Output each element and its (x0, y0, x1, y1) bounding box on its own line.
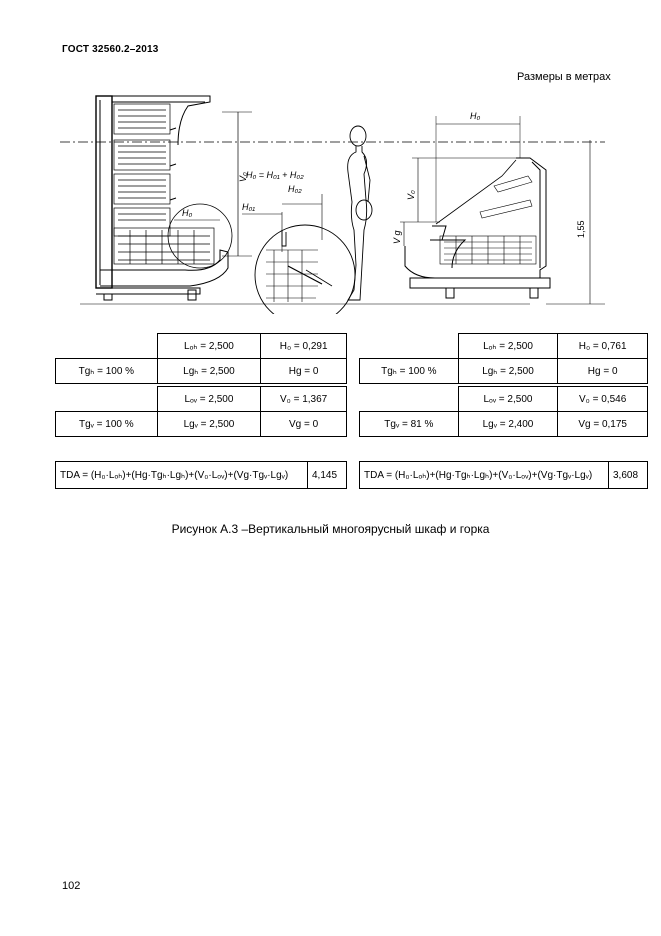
vo-cell: V₀ = 1,367 (260, 386, 347, 412)
tda-value: 3,608 (608, 461, 648, 489)
vo-cell: V₀ = 0,546 (557, 386, 648, 412)
lov-cell: Lₒᵥ = 2,500 (457, 386, 559, 412)
right-vg-label: V g (392, 230, 402, 244)
left-cabinet (95, 95, 252, 301)
units-note: Размеры в метрах (517, 71, 611, 83)
tgv-cell: Tgᵥ = 100 % (55, 411, 158, 437)
right-vo-label: V₀ (406, 190, 416, 200)
ho-cell: H₀ = 0,291 (260, 333, 347, 359)
tda-formula: TDA = (H₀·Lₒₕ)+(Hg·Tgₕ·Lgₕ)+(V₀·Lₒᵥ)+(Vg… (359, 461, 609, 489)
right-tda-table: TDA = (H₀·Lₒₕ)+(Hg·Tgₕ·Lgₕ)+(V₀·Lₒᵥ)+(Vg… (359, 461, 648, 489)
height-label: 1,55 (576, 220, 586, 238)
left-vo-label: V₀ (238, 172, 248, 182)
tgh-cell: Tgₕ = 100 % (55, 358, 158, 384)
left-formula: H₀ = H₀₁ + H₀₂ (246, 170, 304, 180)
lgh-cell: Lgₕ = 2,500 (156, 358, 262, 384)
lh-cell: Lₒₕ = 2,500 (457, 333, 559, 359)
left-ho-label: H₀ (182, 208, 192, 218)
left-parameters-table: Lₒₕ = 2,500 H₀ = 0,291 Tgₕ = 100 % Lgₕ =… (55, 333, 347, 437)
vg-cell: Vg = 0 (260, 411, 347, 437)
left-ho1-label: H₀₁ (242, 202, 255, 212)
tda-formula: TDA = (H₀·Lₒₕ)+(Hg·Tgₕ·Lgₕ)+(V₀·Lₒᵥ)+(Vg… (55, 461, 308, 489)
lgv-cell: Lgᵥ = 2,500 (156, 411, 262, 437)
left-tda-table: TDA = (H₀·Lₒₕ)+(Hg·Tgₕ·Lgₕ)+(V₀·Lₒᵥ)+(Vg… (55, 461, 347, 489)
technical-drawing: V₀ H₀ = H₀₁ + H₀₂ H₀₂ H₀₁ H₀ H₀ V₀ V g 1… (60, 95, 605, 314)
hg-cell: Hg = 0 (557, 358, 648, 384)
vg-cell: Vg = 0,175 (557, 411, 648, 437)
lov-cell: Lₒᵥ = 2,500 (156, 386, 262, 412)
hg-cell: Hg = 0 (260, 358, 347, 384)
tgv-cell: Tgᵥ = 81 % (359, 411, 459, 437)
figure-caption: Рисунок А.3 –Вертикальный многоярусный ш… (171, 522, 490, 536)
lgh-cell: Lgₕ = 2,500 (457, 358, 559, 384)
left-detail (242, 194, 356, 314)
ho-cell: H₀ = 0,761 (557, 333, 648, 359)
human-figure (347, 125, 373, 301)
tda-value: 4,145 (307, 461, 347, 489)
right-cabinet (400, 116, 605, 305)
page-number: 102 (62, 880, 81, 892)
lgv-cell: Lgᵥ = 2,400 (457, 411, 559, 437)
tgh-cell: Tgₕ = 100 % (359, 358, 459, 384)
left-ho2-label: H₀₂ (288, 184, 302, 194)
right-parameters-table: Lₒₕ = 2,500 H₀ = 0,761 Tgₕ = 100 % Lgₕ =… (359, 333, 648, 437)
document-header: ГОСТ 32560.2–2013 (62, 44, 159, 55)
right-ho-label: H₀ (470, 111, 480, 121)
lh-cell: Lₒₕ = 2,500 (156, 333, 262, 359)
